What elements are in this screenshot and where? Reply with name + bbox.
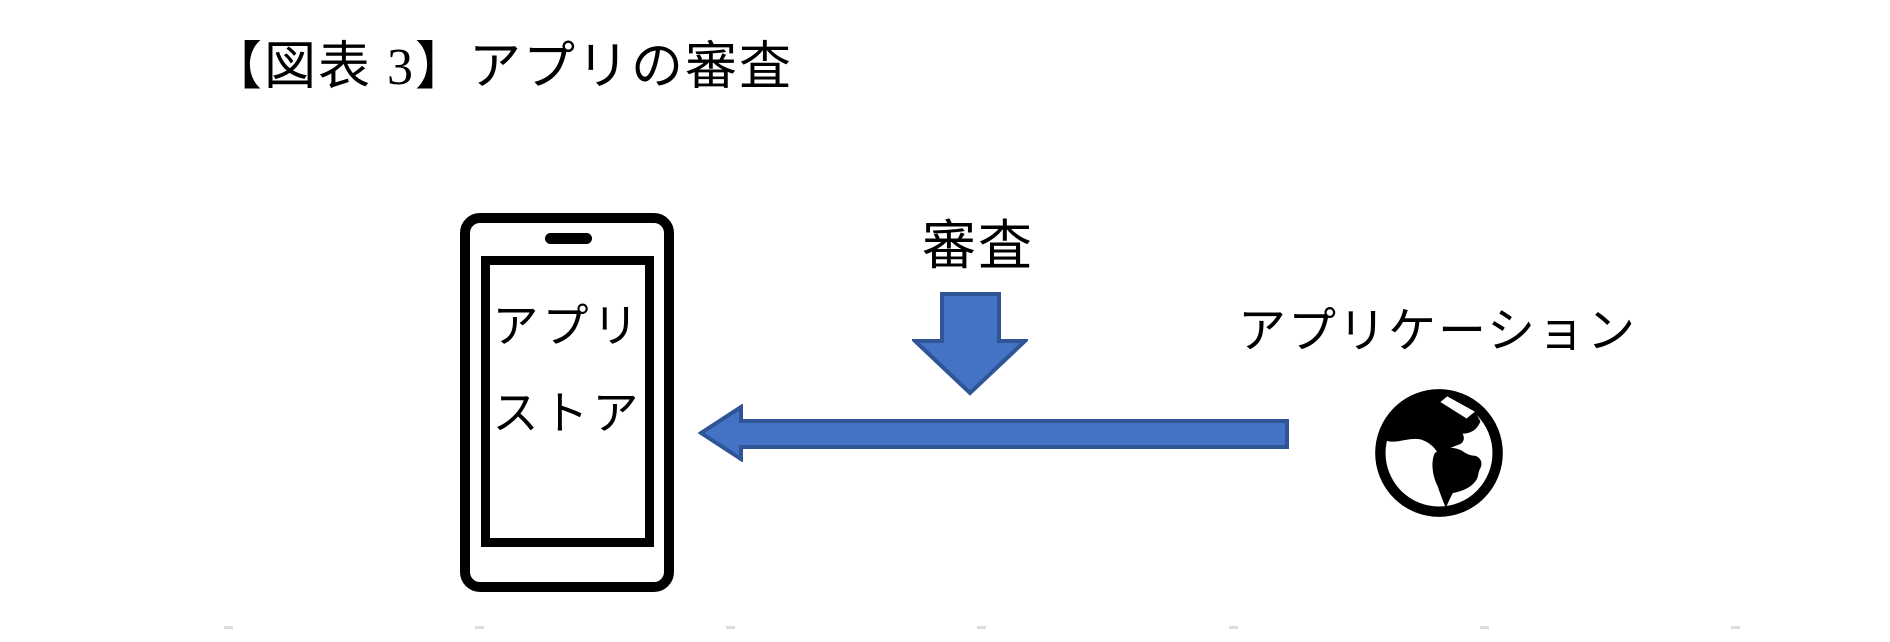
left-arrow-shape (698, 404, 1289, 462)
phone-speaker-bar (545, 233, 592, 244)
globe-notch (1440, 396, 1475, 419)
globe-south-america (1432, 447, 1482, 509)
review-label: 審査 (922, 216, 1034, 276)
app-store-label-line2: ストア (492, 388, 643, 439)
artifact-dash (1479, 626, 1489, 629)
artifact-dash (1730, 626, 1740, 629)
left-arrow-icon (698, 404, 1289, 462)
down-arrow-shape (912, 292, 1028, 396)
artifact-dash (1228, 626, 1238, 629)
down-arrow-icon (912, 292, 1028, 396)
artifact-dash (726, 626, 736, 629)
globe-americas-icon (1375, 389, 1503, 517)
figure-title: 【図表 3】アプリの審査 (210, 39, 794, 96)
page-artifact-dashes (224, 626, 1740, 629)
artifact-dash (224, 626, 233, 629)
app-store-label-line1: アプリ (492, 301, 643, 352)
phone-screen: アプリ ストア (481, 256, 654, 547)
application-label: アプリケーション (1238, 305, 1638, 358)
artifact-dash (475, 626, 485, 629)
app-store-label: アプリ ストア (490, 265, 645, 457)
artifact-dash (977, 626, 987, 629)
globe-caribbean-dash (1441, 437, 1459, 444)
